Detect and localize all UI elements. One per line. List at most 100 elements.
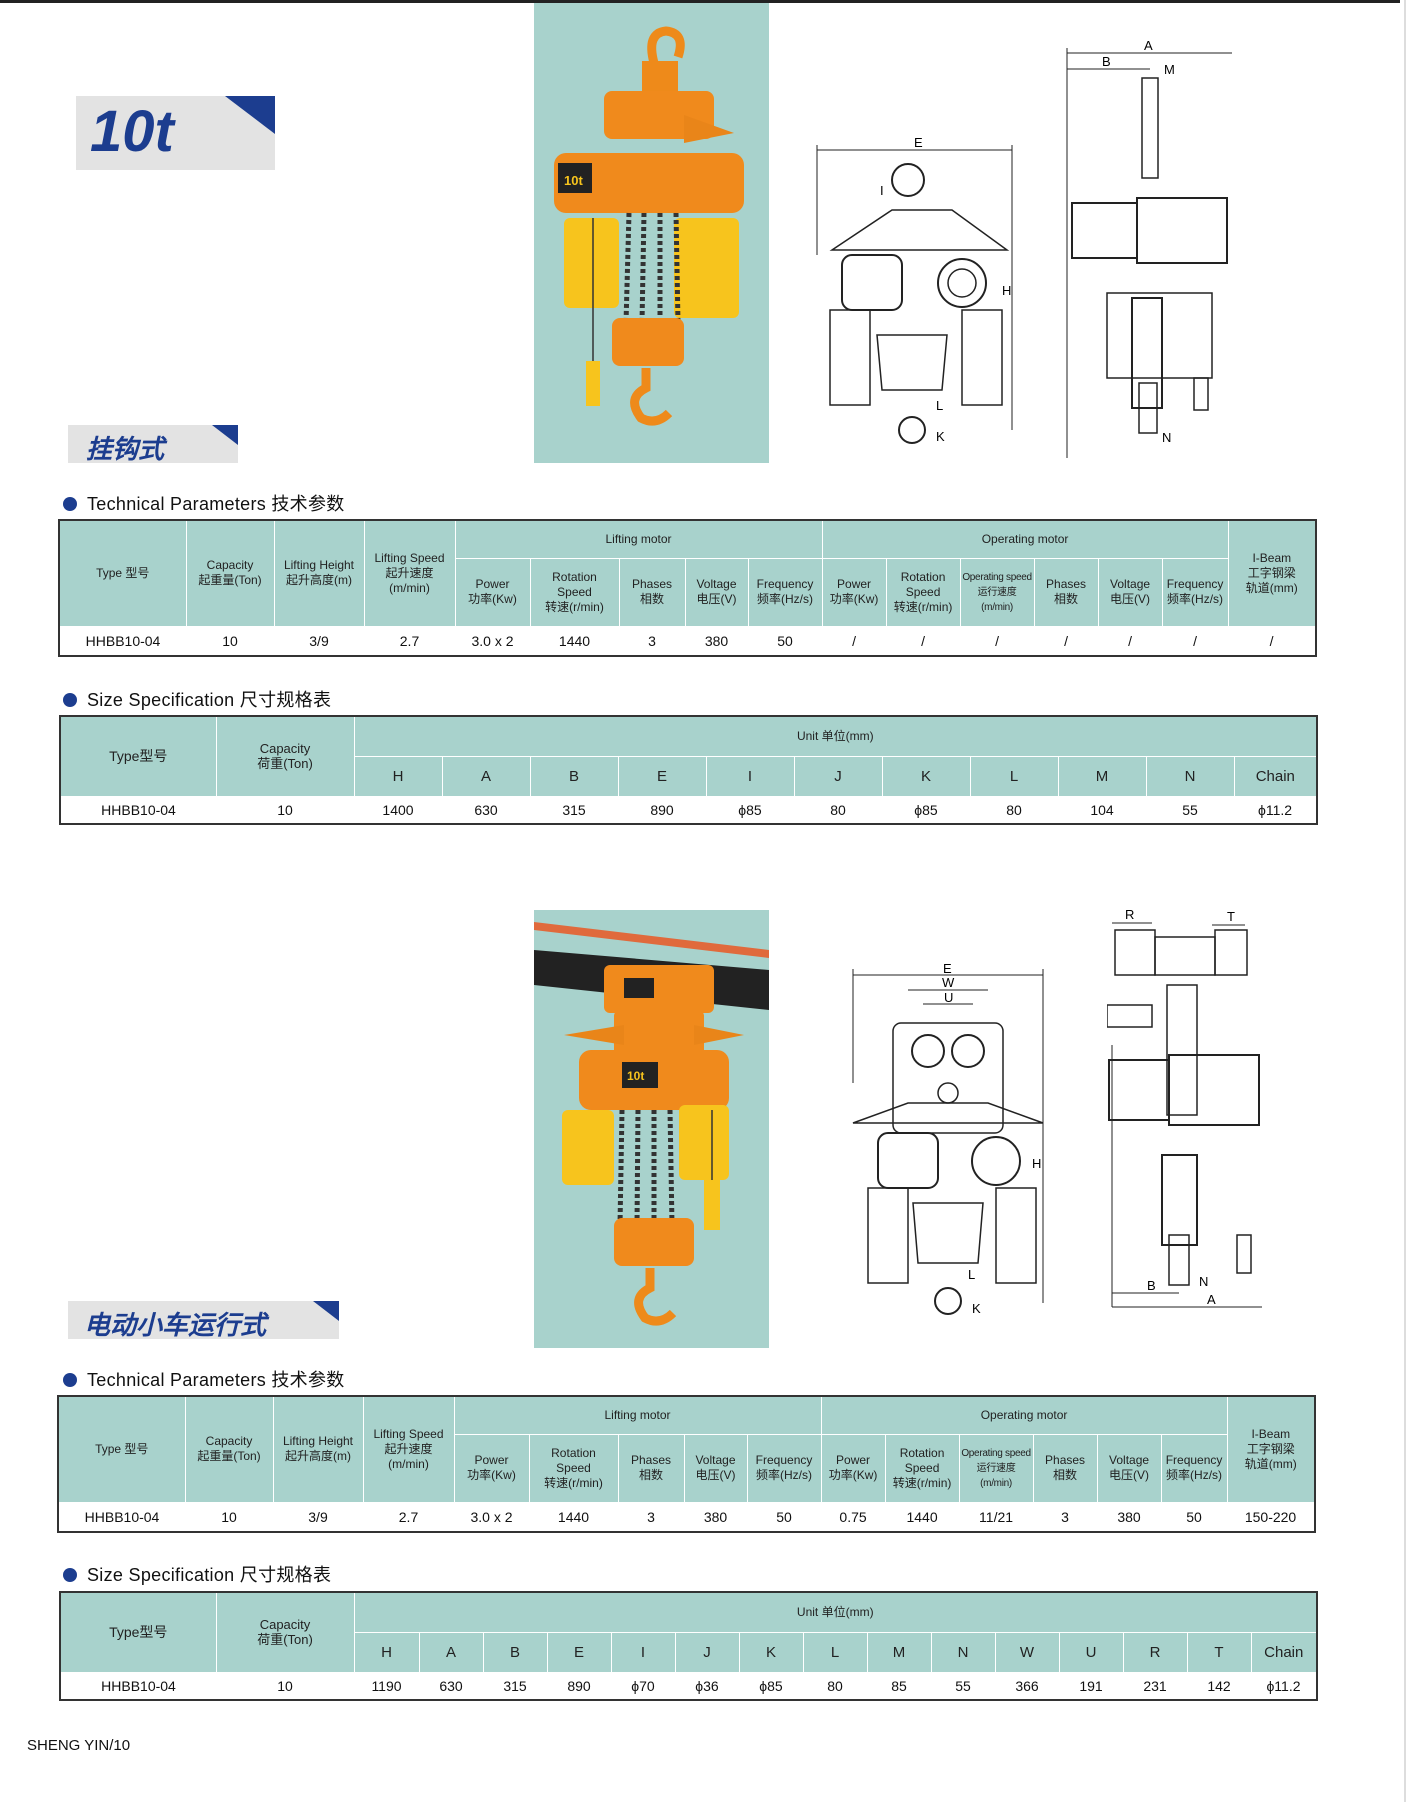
cell: 3 [619,626,685,656]
th-dim: U [1059,1632,1124,1673]
cell: ϕ11.2 [1234,796,1318,824]
cell: 2.7 [363,1502,454,1532]
dim-label-u: U [944,990,953,1005]
hoist-photo-trolley: 10t [534,910,769,1348]
th-dim: M [1058,756,1147,797]
cell: 3 [1033,1502,1098,1532]
th-size-type: Type型号 [60,1592,217,1673]
th-dim: Chain [1251,1632,1318,1673]
th-dim: I [706,756,795,797]
cell: / [1162,626,1229,656]
th-dim: B [483,1632,548,1673]
th-dim: H [354,1632,420,1673]
cell: 50 [747,1502,822,1532]
bullet-icon [63,497,77,511]
cell: 1440 [885,1502,960,1532]
cell: 50 [748,626,823,656]
cell: 630 [419,1672,483,1700]
cell: 1440 [529,1502,618,1532]
th-dim: I [611,1632,676,1673]
section1-name: 挂钩式 [86,434,165,464]
right-rule [1404,0,1406,1802]
th-type: Type 型号 [59,520,187,627]
cell: 890 [618,796,706,824]
section1-badge: 挂钩式 [68,425,238,464]
th-dim: J [675,1632,740,1673]
th-dim: Chain [1234,756,1318,797]
cell: HHBB10-04 [59,626,186,656]
dimension-drawing-front-hook: E H I L K [812,135,1022,460]
cell: 366 [995,1672,1059,1700]
dim-label-n: N [1199,1274,1208,1289]
table-row: HHBB10-04 10 1190 630 315 890 ϕ70 ϕ36 ϕ8… [60,1672,1318,1700]
section2-size-title: Size Specification 尺寸规格表 [63,1561,331,1587]
cell: 55 [1146,796,1234,824]
dimension-drawing-front-trolley: E W U H L K [848,961,1048,1325]
badge-corner-icon [212,425,238,445]
cell: 0.75 [821,1502,886,1532]
th-lifting-motor: Lifting motor [454,1396,822,1435]
dim-label-e: E [914,135,923,150]
capacity-badge: 10t [76,96,275,170]
cell: / [1228,626,1317,656]
dim-label-n: N [1162,430,1171,445]
cell: ϕ85 [882,796,970,824]
hoist-photo-hook: 10t [534,3,769,463]
cell: 3.0 x 2 [455,626,530,656]
th-dim: A [442,756,531,797]
cell: 1400 [354,796,442,824]
dim-label-b: B [1147,1278,1156,1293]
cell: 315 [483,1672,547,1700]
top-rule [0,0,1400,3]
cell: 80 [970,796,1058,824]
hook-hoist-illustration: 10t [554,26,744,426]
cell: 380 [1097,1502,1162,1532]
th-lifting-motor: Lifting motor [455,520,823,559]
cell: / [822,626,887,656]
section2-badge: 电动小车运行式 [68,1301,339,1340]
th-dim: E [547,1632,612,1673]
capacity-badge-text: 10t [90,99,174,164]
th-operating-motor: Operating motor [821,1396,1228,1435]
cell: 142 [1187,1672,1251,1700]
table-row: HHBB10-04 10 1400 630 315 890 ϕ85 80 ϕ85… [60,796,1318,824]
cell: ϕ70 [611,1672,675,1700]
cell: ϕ36 [675,1672,739,1700]
dim-label-l: L [968,1267,975,1282]
table-row: HHBB10-04 10 3/9 2.7 3.0 x 2 1440 3 380 … [59,626,1317,656]
cell: 1190 [354,1672,419,1700]
cell: 231 [1123,1672,1187,1700]
table-row: HHBB10-04 10 3/9 2.7 3.0 x 2 1440 3 380 … [58,1502,1316,1532]
dim-label-h: H [1002,283,1011,298]
badge-corner-icon [313,1301,339,1321]
cell: 10 [216,1672,354,1700]
cell: 890 [547,1672,611,1700]
cell: 630 [442,796,530,824]
th-dim: L [970,756,1059,797]
section1-tech-title-text: Technical Parameters 技术参数 [87,494,345,514]
th-dim: J [794,756,883,797]
cell: 11/21 [959,1502,1034,1532]
cell: ϕ85 [739,1672,803,1700]
svg-text:10t: 10t [564,173,583,188]
cell: 3.0 x 2 [454,1502,529,1532]
